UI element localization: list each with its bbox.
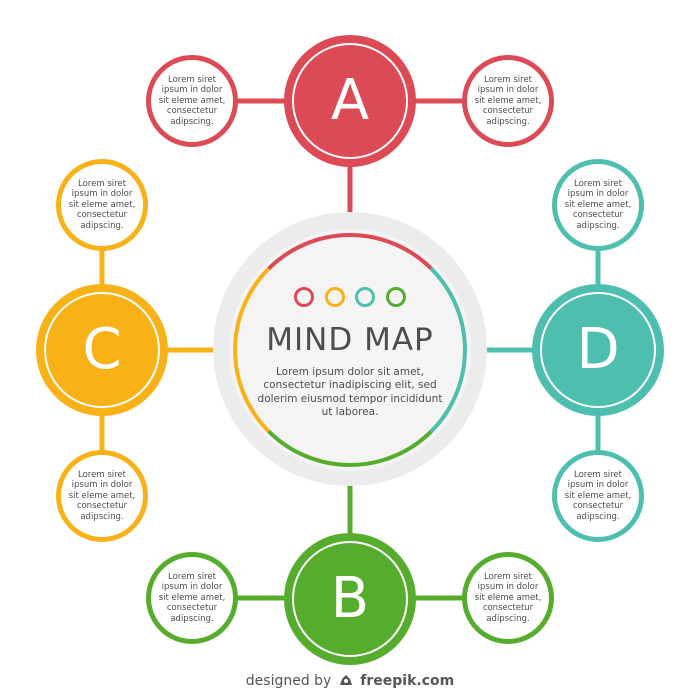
credit-prefix: designed by (245, 673, 332, 689)
bubble-c-top-text: Lorem siret ipsum in dolor sit eleme ame… (68, 178, 136, 231)
bubble-b-right-text: Lorem siret ipsum in dolor sit eleme ame… (474, 571, 542, 624)
hub-b-letter: B (330, 566, 370, 631)
hub-a: A (284, 35, 416, 167)
credit-line: designed by freepik.com (0, 673, 700, 689)
bubble-c-bottom-text: Lorem siret ipsum in dolor sit eleme ame… (68, 469, 136, 522)
dot-red (294, 287, 314, 307)
hub-c-letter: C (82, 317, 122, 382)
bubble-d-top: Lorem siret ipsum in dolor sit eleme ame… (552, 159, 644, 251)
center-title: MIND MAP (266, 322, 434, 358)
center-ring-orange-arc (233, 267, 271, 433)
bubble-a-right-text: Lorem siret ipsum in dolor sit eleme ame… (474, 74, 542, 127)
hub-d: D (532, 284, 664, 416)
bubble-d-bottom: Lorem siret ipsum in dolor sit eleme ame… (552, 450, 644, 542)
hub-c: C (36, 284, 168, 416)
hub-b: B (284, 533, 416, 665)
credit-brand: freepik.com (360, 673, 455, 689)
bubble-a-left-text: Lorem siret ipsum in dolor sit eleme ame… (158, 74, 226, 127)
bubble-a-right: Lorem siret ipsum in dolor sit eleme ame… (462, 55, 554, 147)
dot-teal (355, 287, 376, 307)
dot-green (385, 287, 406, 307)
center-ring-teal-arc (429, 267, 467, 433)
bubble-d-top-text: Lorem siret ipsum in dolor sit eleme ame… (564, 178, 632, 231)
bubble-b-left: Lorem siret ipsum in dolor sit eleme ame… (146, 552, 238, 644)
bubble-c-bottom: Lorem siret ipsum in dolor sit eleme ame… (56, 450, 148, 542)
bubble-d-bottom-text: Lorem siret ipsum in dolor sit eleme ame… (564, 469, 632, 522)
bubble-a-left: Lorem siret ipsum in dolor sit eleme ame… (146, 55, 238, 147)
center-description: Lorem ipsum dolor sit amet, consectetur … (257, 366, 443, 418)
color-dots (294, 287, 406, 307)
dot-orange (324, 287, 345, 307)
bubble-b-left-text: Lorem siret ipsum in dolor sit eleme ame… (158, 571, 226, 624)
hub-d-letter: D (576, 317, 620, 382)
bubble-b-right: Lorem siret ipsum in dolor sit eleme ame… (462, 552, 554, 644)
freepik-logo-icon (339, 675, 352, 685)
center-ring-green-arc (267, 429, 433, 467)
bubble-c-top: Lorem siret ipsum in dolor sit eleme ame… (56, 159, 148, 251)
center-ring-red-arc (267, 233, 433, 271)
hub-a-letter: A (330, 68, 370, 133)
